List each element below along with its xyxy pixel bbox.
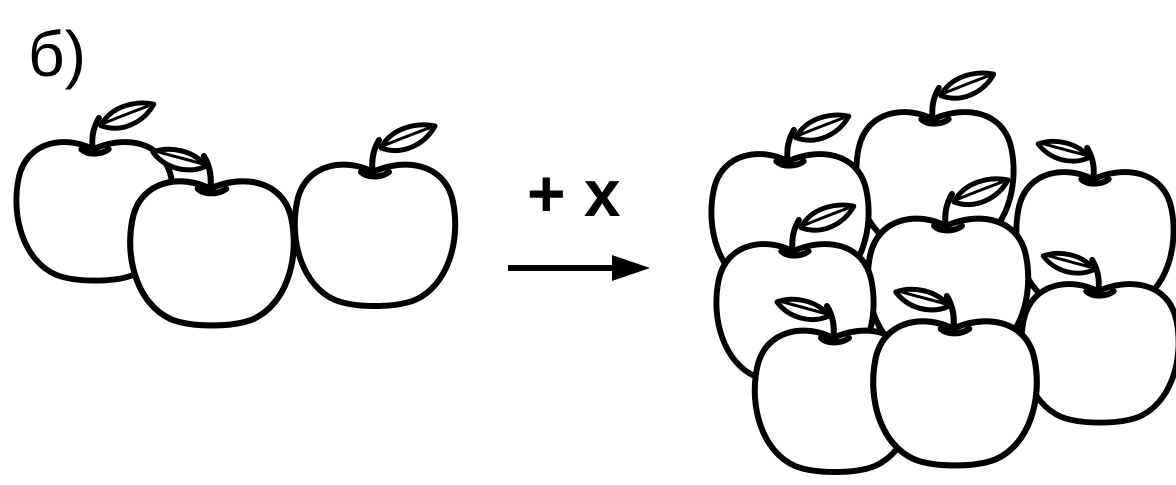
apple-icon (295, 125, 455, 306)
arrow-right-icon (508, 255, 650, 281)
operation-label: + x (527, 156, 621, 230)
apple-group-before (16, 103, 455, 325)
apple-group-after (711, 73, 1176, 472)
problem-label: б) (28, 18, 86, 90)
